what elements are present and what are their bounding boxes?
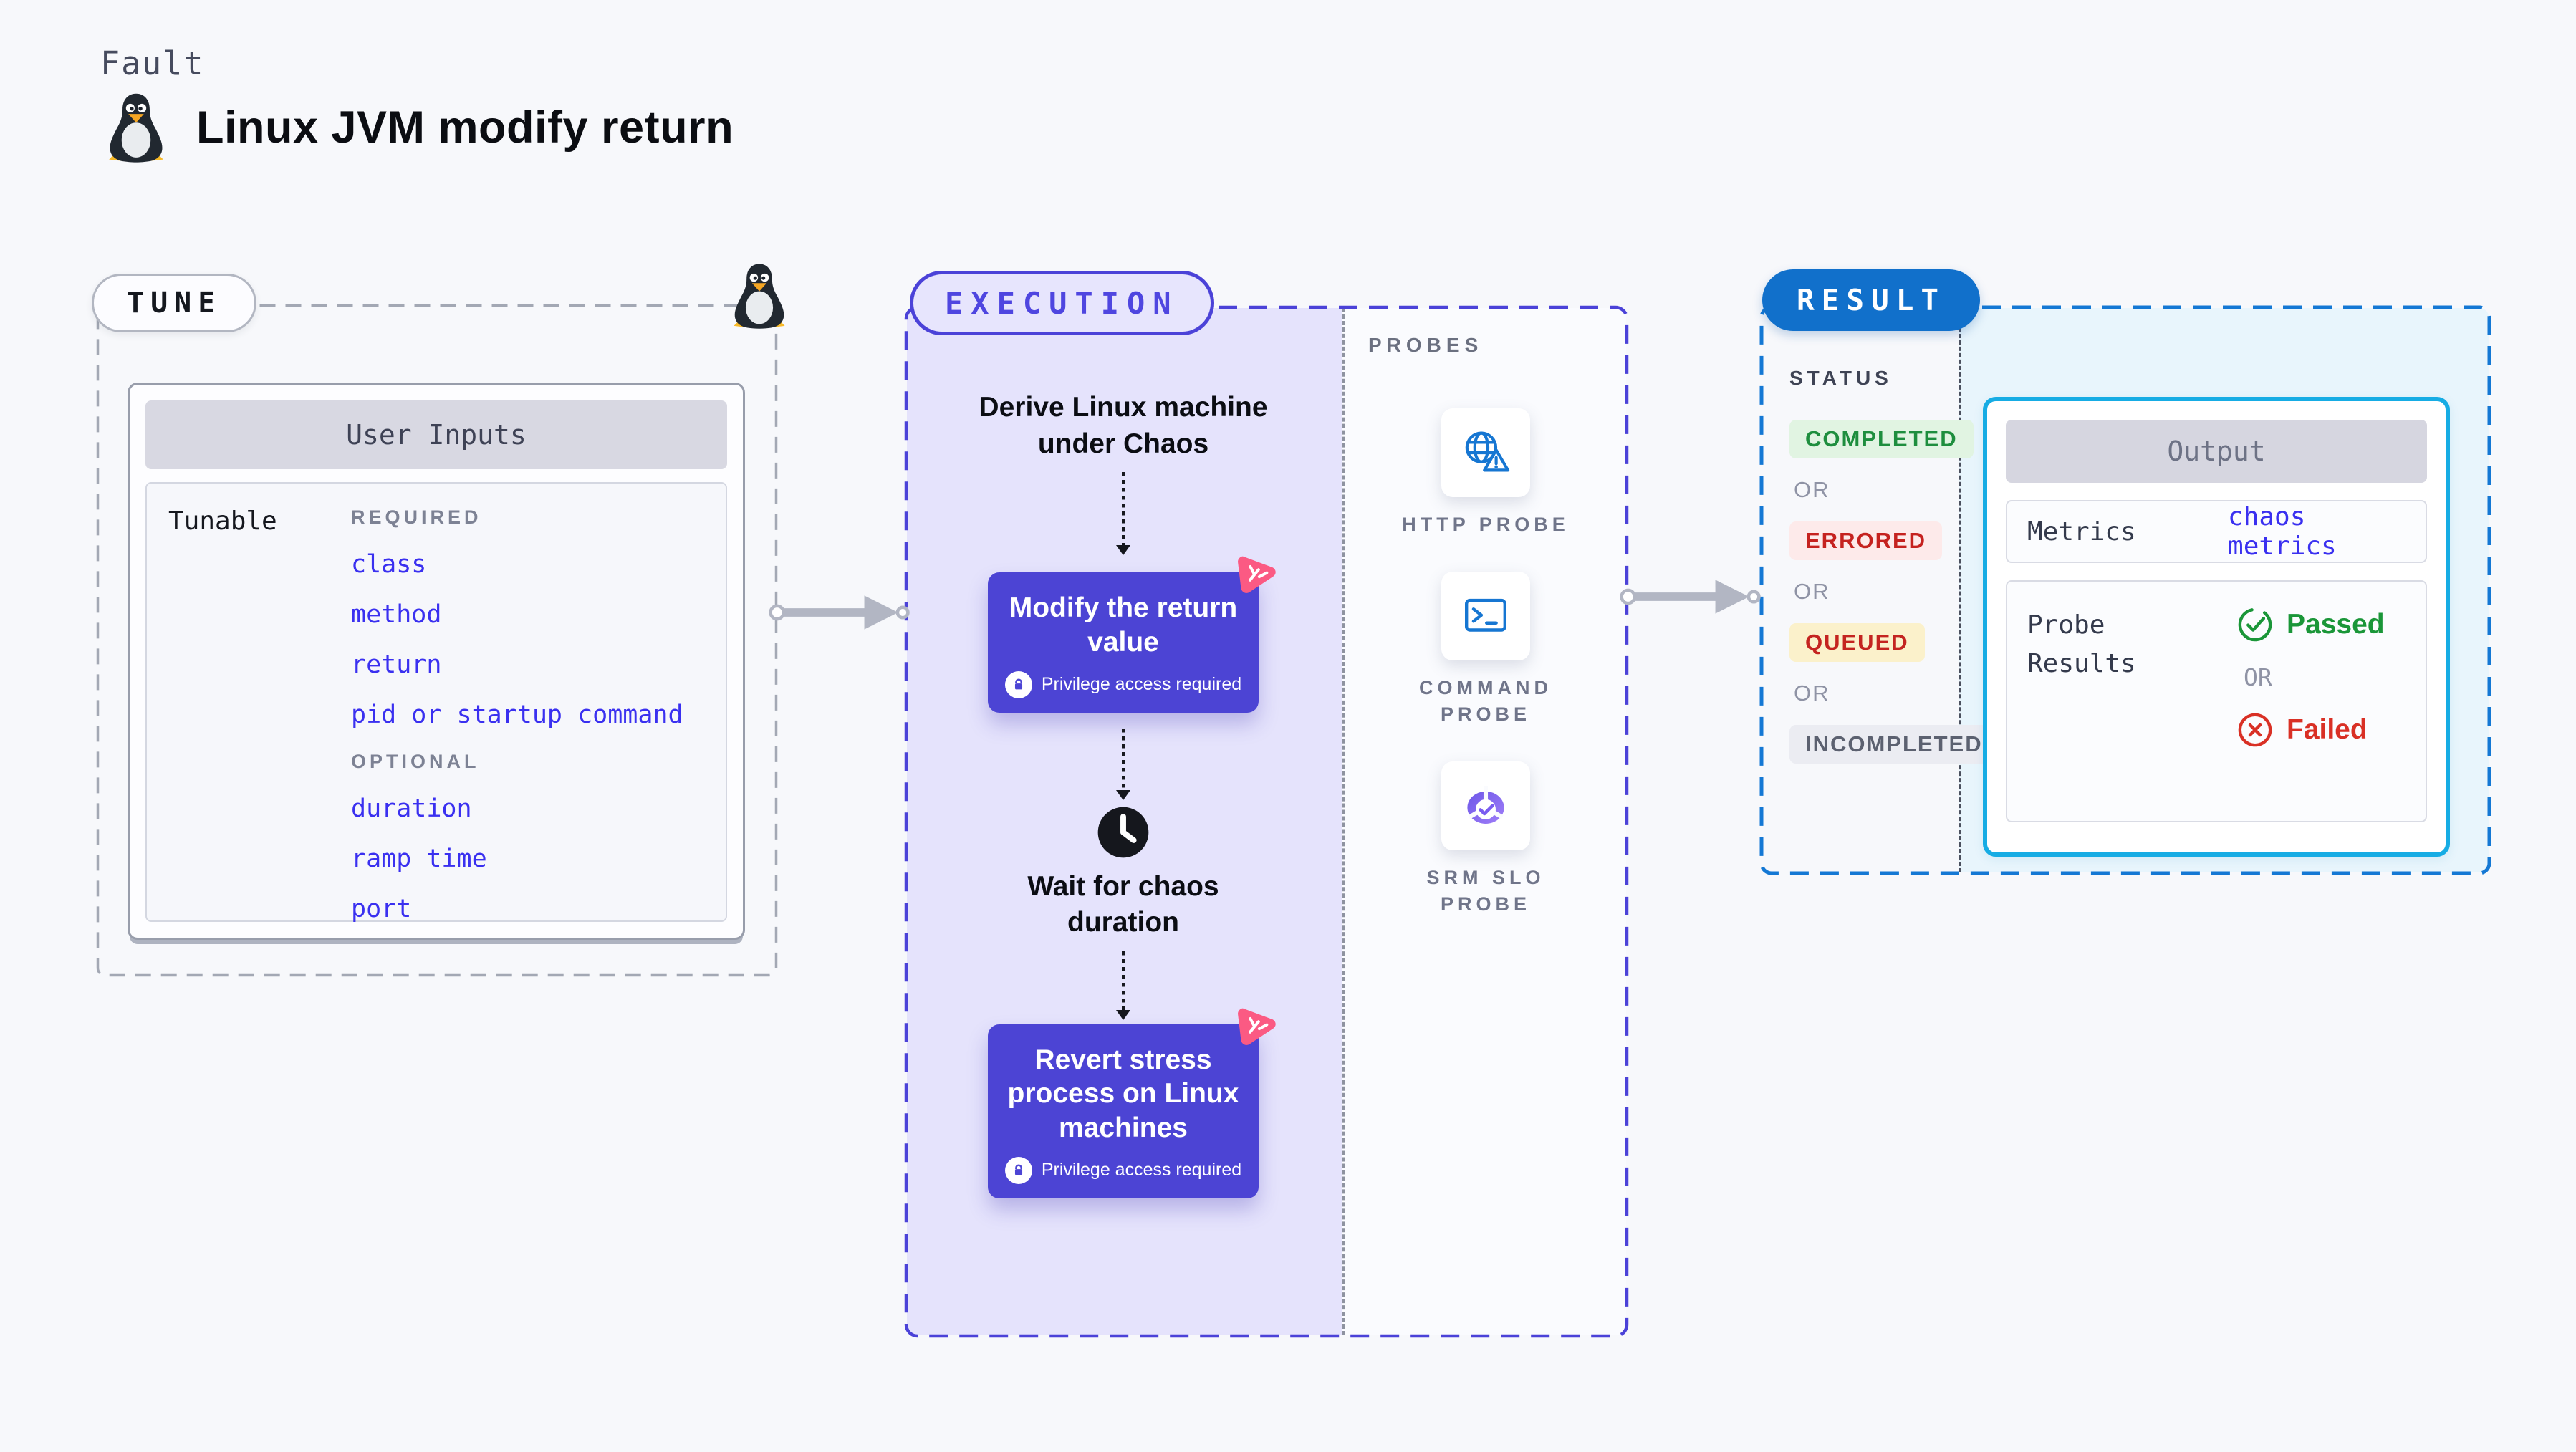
required-group-label: REQUIRED [351, 506, 482, 528]
user-inputs-title: User Inputs [145, 400, 727, 469]
privilege-label: Privilege access required [1041, 674, 1242, 695]
page-title-row: Linux JVM modify return [105, 92, 734, 163]
check-circle-icon [2238, 607, 2272, 642]
step-revert-stress-box: Revert stress process on Linux machines … [988, 1008, 1276, 1198]
tunable-label: Tunable [168, 506, 277, 536]
privilege-row: Privilege access required [1001, 670, 1246, 698]
privilege-row: Privilege access required [1001, 1156, 1246, 1184]
param-link-ramp-time[interactable]: ramp time [351, 845, 487, 873]
status-badge-completed: COMPLETED [1789, 420, 1974, 458]
status-column: STATUS COMPLETED OR ERRORED OR QUEUED OR… [1789, 367, 1999, 764]
x-circle-icon [2238, 713, 2272, 747]
step-modify-return-box: Modify the return value Privilege access… [988, 556, 1276, 713]
status-badge-errored: ERRORED [1789, 521, 1943, 560]
metrics-label: Metrics [2027, 516, 2136, 547]
step-derive-machine: Derive Linux machine under Chaos [979, 392, 1268, 459]
probe-name-command: COMMAND PROBE [1419, 677, 1552, 725]
user-inputs-body: Tunable REQUIRED class method return pid… [145, 482, 727, 923]
param-link-pid-or-startup-command[interactable]: pid or startup command [351, 701, 683, 729]
fault-kicker: Fault [100, 44, 205, 82]
execution-flow: Derive Linux machine under Chaos Modify … [904, 305, 1342, 1198]
page-title: Linux JVM modify return [196, 102, 734, 153]
flow-connector-down [1116, 728, 1130, 800]
optional-group-label: OPTIONAL [351, 751, 480, 772]
tune-to-execution-arrow [769, 595, 910, 630]
user-inputs-card: User Inputs Tunable REQUIRED class metho… [128, 383, 745, 940]
http-probe-card [1441, 408, 1530, 497]
probe-list: HTTP PROBE COMMAND PROBE [1342, 383, 1629, 917]
status-heading: STATUS [1789, 367, 1893, 389]
chaos-logo-icon [1238, 1008, 1276, 1045]
chaos-metrics-link[interactable]: chaos metrics [2228, 502, 2337, 561]
output-title: Output [2006, 420, 2427, 483]
status-badge-incompleted: INCOMPLETED [1789, 725, 1999, 764]
linux-tux-icon [109, 93, 163, 163]
status-badge-queued: QUEUED [1789, 623, 1925, 662]
tune-badge: TUNE [92, 274, 257, 332]
terminal-icon [1464, 599, 1507, 633]
srm-slo-probe-card [1441, 761, 1530, 851]
parameter-list: REQUIRED class method return pid or star… [351, 506, 683, 923]
param-link-class[interactable]: class [351, 550, 427, 579]
failed-label: Failed [2287, 714, 2368, 745]
output-panel: Output Metrics chaos metrics Probe Resul… [1983, 397, 2450, 857]
probe-results-row: Probe Results Passed OR [2006, 580, 2427, 822]
step-modify-return-title: Modify the return value [1009, 592, 1238, 658]
or-label: OR [1794, 579, 1830, 604]
lock-icon [1004, 670, 1032, 698]
lock-icon [1004, 1156, 1032, 1184]
passed-label: Passed [2287, 609, 2385, 640]
pie-check-icon [1467, 786, 1504, 824]
clock-icon [1097, 807, 1149, 857]
metrics-row: Metrics chaos metrics [2006, 500, 2427, 563]
tune-section: TUNE User Inputs Tunable REQUIRED class … [92, 264, 785, 977]
probes-panel: PROBES HTTP PROBE [1342, 305, 1629, 1338]
privilege-label: Privilege access required [1041, 1160, 1242, 1181]
param-link-port[interactable]: port [351, 895, 412, 923]
param-link-return[interactable]: return [351, 650, 442, 679]
command-probe-card [1441, 572, 1530, 661]
result-section: RESULT STATUS COMPLETED OR ERRORED OR QU… [1759, 269, 2491, 875]
outcome-passed: Passed [2236, 606, 2385, 643]
probes-label: PROBES [1368, 334, 1484, 356]
param-link-method[interactable]: method [351, 600, 442, 629]
execution-to-result-arrow [1620, 580, 1761, 614]
probe-outcomes: Passed OR Failed [2236, 606, 2385, 797]
execution-section: EXECUTION Derive Linux machine under Cha… [904, 271, 1629, 1338]
chaos-logo-icon [1238, 556, 1276, 594]
flow-connector-down [1116, 951, 1130, 1020]
or-label: OR [1794, 477, 1830, 502]
or-label: OR [2244, 663, 2272, 691]
or-label: OR [1794, 681, 1830, 706]
globe-warning-icon [1465, 431, 1510, 472]
probe-results-label: Probe Results [2027, 610, 2136, 678]
probe-name-http: HTTP PROBE [1402, 514, 1570, 535]
linux-tux-icon [734, 264, 785, 329]
outcome-failed: Failed [2236, 711, 2385, 749]
step-revert-stress-title: Revert stress process on Linux machines [1007, 1044, 1239, 1144]
step-wait-duration: Wait for chaos duration [1027, 870, 1219, 938]
result-badge: RESULT [1762, 269, 1981, 331]
flow-connector-down [1116, 472, 1130, 556]
execution-badge: EXECUTION [910, 271, 1214, 335]
probe-name-srm-slo: SRM SLO PROBE [1426, 867, 1545, 915]
param-link-duration[interactable]: duration [351, 794, 472, 823]
